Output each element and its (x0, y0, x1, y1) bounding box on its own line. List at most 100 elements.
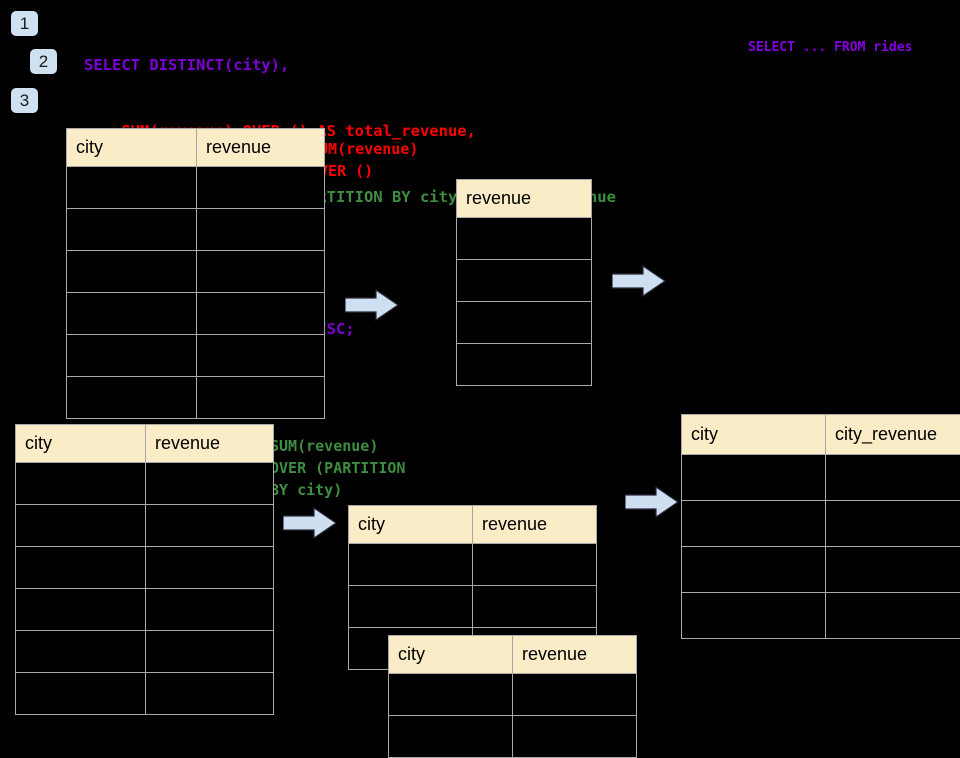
arrow-right-icon (283, 507, 337, 539)
cell-city (682, 455, 826, 501)
cell-city (67, 293, 197, 335)
cell-city-revenue (826, 593, 960, 639)
cell-city (389, 716, 513, 758)
cell-city (682, 547, 826, 593)
cell-revenue (146, 547, 274, 589)
column-header-city: city (67, 129, 197, 167)
cell-revenue (457, 218, 592, 260)
sql-line-select: SELECT DISTINCT(city), (84, 54, 616, 76)
table-result: city city_revenue (681, 414, 960, 639)
cell-revenue (197, 251, 325, 293)
column-header-city: city (16, 425, 146, 463)
table-row (682, 501, 960, 547)
table-row (16, 589, 274, 631)
diagram-canvas: 1 2 3 SELECT DISTINCT(city), SUM(revenue… (0, 0, 960, 720)
table-row (16, 547, 274, 589)
table-row (67, 293, 325, 335)
cell-revenue (457, 344, 592, 386)
table-header-row: city revenue (349, 506, 597, 544)
cell-revenue (473, 544, 597, 586)
cell-city (16, 631, 146, 673)
cell-revenue (513, 674, 637, 716)
table-header-row: city revenue (16, 425, 274, 463)
table-row (67, 335, 325, 377)
cell-city (349, 544, 473, 586)
cell-city-revenue (826, 455, 960, 501)
cell-revenue (146, 463, 274, 505)
cell-revenue (473, 586, 597, 628)
table-row (67, 377, 325, 419)
table-row (349, 586, 597, 628)
table-row (682, 593, 960, 639)
column-header-revenue: revenue (513, 636, 637, 674)
cell-revenue (146, 505, 274, 547)
column-header-city-revenue: city_revenue (826, 415, 960, 455)
cell-city (16, 673, 146, 715)
table-row (16, 631, 274, 673)
step-badge-2: 2 (30, 49, 57, 74)
arrow-right-icon (612, 265, 666, 297)
step-badge-1: 1 (11, 11, 38, 36)
table-row (682, 547, 960, 593)
cell-city (67, 335, 197, 377)
table-header-row: city city_revenue (682, 415, 960, 455)
cell-revenue (197, 335, 325, 377)
cell-city (16, 505, 146, 547)
table-row (457, 302, 592, 344)
cell-revenue (197, 293, 325, 335)
annotation-sum-over-empty: SUM(revenue) OVER () (310, 138, 418, 182)
cell-revenue (513, 716, 637, 758)
column-header-city: city (349, 506, 473, 544)
annotation-sum-over-partition: SUM(revenue) OVER (PARTITION BY city) (270, 435, 405, 501)
table-row (389, 674, 637, 716)
cell-city (682, 501, 826, 547)
cell-city (67, 167, 197, 209)
table-row (67, 251, 325, 293)
cell-revenue (146, 589, 274, 631)
cell-city (67, 251, 197, 293)
cell-city (682, 593, 826, 639)
table-total-revenue: revenue (456, 179, 592, 386)
cell-revenue (457, 260, 592, 302)
column-header-revenue: revenue (146, 425, 274, 463)
cell-city (16, 589, 146, 631)
cell-city (389, 674, 513, 716)
table-row (457, 218, 592, 260)
table-rides-bottom: city revenue (15, 424, 274, 715)
table-row (16, 463, 274, 505)
table-header-row: revenue (457, 180, 592, 218)
table-row (457, 344, 592, 386)
table-header-row: city revenue (389, 636, 637, 674)
cell-revenue (457, 302, 592, 344)
column-header-revenue: revenue (197, 129, 325, 167)
cell-city (67, 377, 197, 419)
cell-revenue (197, 209, 325, 251)
step-badge-3: 3 (11, 88, 38, 113)
arrow-right-icon (345, 289, 399, 321)
table-header-row: city revenue (67, 129, 325, 167)
cell-city (16, 547, 146, 589)
side-note-select-from-rides: SELECT ... FROM rides (748, 38, 918, 57)
column-header-revenue: revenue (473, 506, 597, 544)
cell-revenue (197, 377, 325, 419)
column-header-city: city (682, 415, 826, 455)
cell-city (16, 463, 146, 505)
cell-city-revenue (826, 501, 960, 547)
table-row (457, 260, 592, 302)
table-row (349, 544, 597, 586)
table-partition-group-b: city revenue (388, 635, 637, 758)
cell-revenue (146, 631, 274, 673)
table-rides-top: city revenue (66, 128, 325, 419)
table-row (682, 455, 960, 501)
table-row (16, 505, 274, 547)
cell-city (349, 586, 473, 628)
cell-city (67, 209, 197, 251)
cell-city-revenue (826, 547, 960, 593)
cell-revenue (146, 673, 274, 715)
cell-revenue (197, 167, 325, 209)
arrow-right-icon (625, 486, 679, 518)
table-row (67, 167, 325, 209)
table-row (16, 673, 274, 715)
table-row (389, 716, 637, 758)
column-header-city: city (389, 636, 513, 674)
